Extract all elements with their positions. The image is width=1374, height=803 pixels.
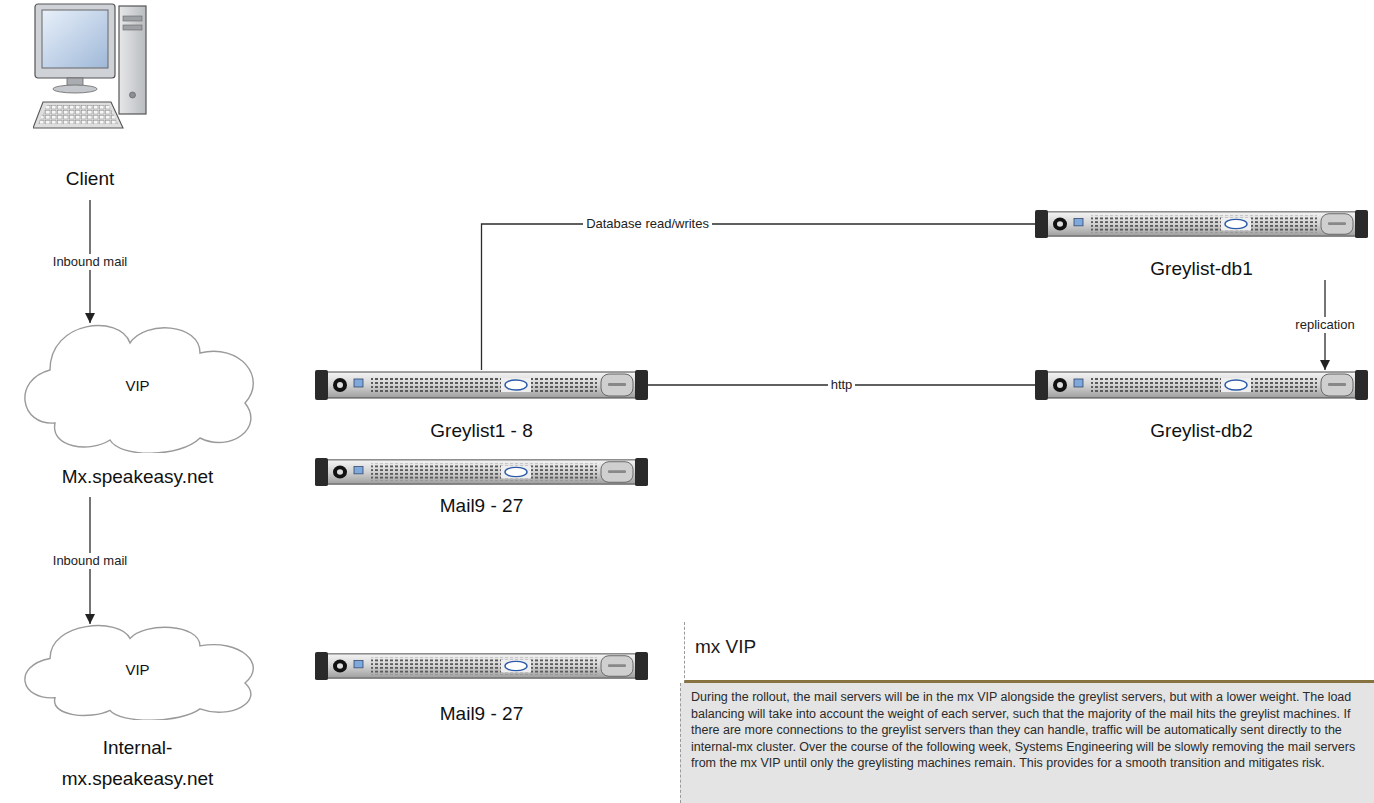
rack-server-icon [1035,370,1368,400]
server-label: Greylist-db2 [1035,420,1368,442]
server-label: Greylist-db1 [1035,258,1368,280]
edge-label: Database read/writes [583,216,712,232]
edge-label: http [828,377,856,393]
server-label: Mail9 - 27 [315,703,648,725]
server-node: Greylist1 - 8 [315,370,648,442]
cloud-label: VIP [10,661,265,679]
vip-cloud: VIP Internal- mx.speakeasy.net [10,620,265,794]
rack-server-icon [1035,210,1368,238]
server-node: Greylist-db1 [1035,210,1368,280]
cloud-label: VIP [10,377,265,395]
connector-line [482,224,1036,370]
edge-label: Inbound mail [50,553,130,569]
server-node: Mail9 - 27 [315,458,648,517]
computer-icon-shape [33,4,146,128]
computer-icon [33,0,148,140]
rack-server-icon [315,458,648,486]
server-node: Greylist-db2 [1035,370,1368,442]
server-label: Greylist1 - 8 [315,420,648,442]
vip-cloud: VIP Mx.speakeasy.net [10,318,265,497]
cloud-shape-box: VIP [10,318,265,453]
rack-server-icon [315,652,648,680]
client-computer: Client [30,0,150,200]
cloud-heading: Mx.speakeasy.net [10,465,265,489]
rack-server-icon-shape [315,458,648,486]
server-label: Client [30,168,150,190]
rack-server-icon-shape [315,370,648,400]
server-label: Mail9 - 27 [315,495,648,517]
note-panel: mx VIPDuring the rollout, the mail serve… [680,622,1374,803]
edge-label: Inbound mail [50,254,130,270]
rack-server-icon-shape [1035,370,1368,400]
rack-server-icon-shape [315,652,648,680]
edge-label: replication [1292,317,1357,333]
server-node: Mail9 - 27 [315,652,648,725]
rack-server-icon [315,370,648,400]
cloud-heading: Internal- mx.speakeasy.net [48,732,228,794]
rack-server-icon-shape [1035,210,1368,238]
note-heading: mx VIP [684,622,1374,683]
cloud-shape-box: VIP [10,620,265,720]
note-body: During the rollout, the mail servers wil… [680,683,1374,803]
